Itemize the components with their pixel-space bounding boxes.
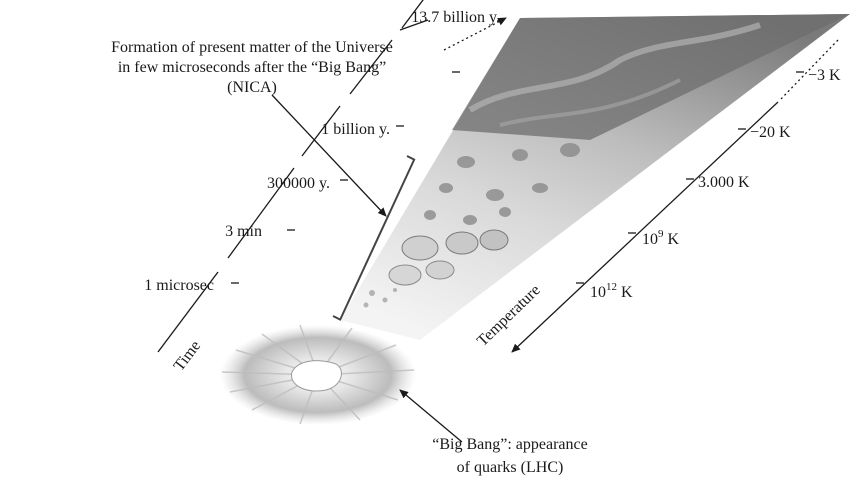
big-bang-burst (220, 325, 416, 425)
temp-label-1e9k: 109 K (642, 228, 680, 248)
big-bang-caption-line-2: of quarks (LHC) (457, 459, 564, 476)
time-label-3-min: 3 min (225, 223, 262, 240)
temperature-axis-title: Temperature (474, 282, 544, 350)
title-line-3: (NICA) (227, 79, 277, 96)
title-line-1: Formation of present matter of the Unive… (111, 39, 393, 56)
time-label-1-microsec: 1 microsec (144, 277, 214, 294)
big-bang-pointer-arrow (400, 390, 462, 442)
time-label-13-7-billion-y: 13.7 billion y. (411, 9, 500, 26)
temp-label-1e12k: 1012 K (590, 281, 633, 301)
temp-label-minus-3k: −3 K (808, 67, 841, 84)
temp-label-minus-20k: −20 K (750, 124, 791, 141)
temp-label-3000k: 3.000 K (698, 174, 750, 191)
time-label-300000-y: 300000 y. (267, 175, 330, 192)
big-bang-caption-line-1: “Big Bang”: appearance (432, 436, 587, 453)
title-line-2: in few microseconds after the “Big Bang” (118, 59, 386, 76)
time-axis-title: Time (171, 338, 205, 375)
time-label-1-billion-y: 1 billion y. (321, 121, 390, 138)
nica-pointer-arrow (272, 95, 386, 216)
